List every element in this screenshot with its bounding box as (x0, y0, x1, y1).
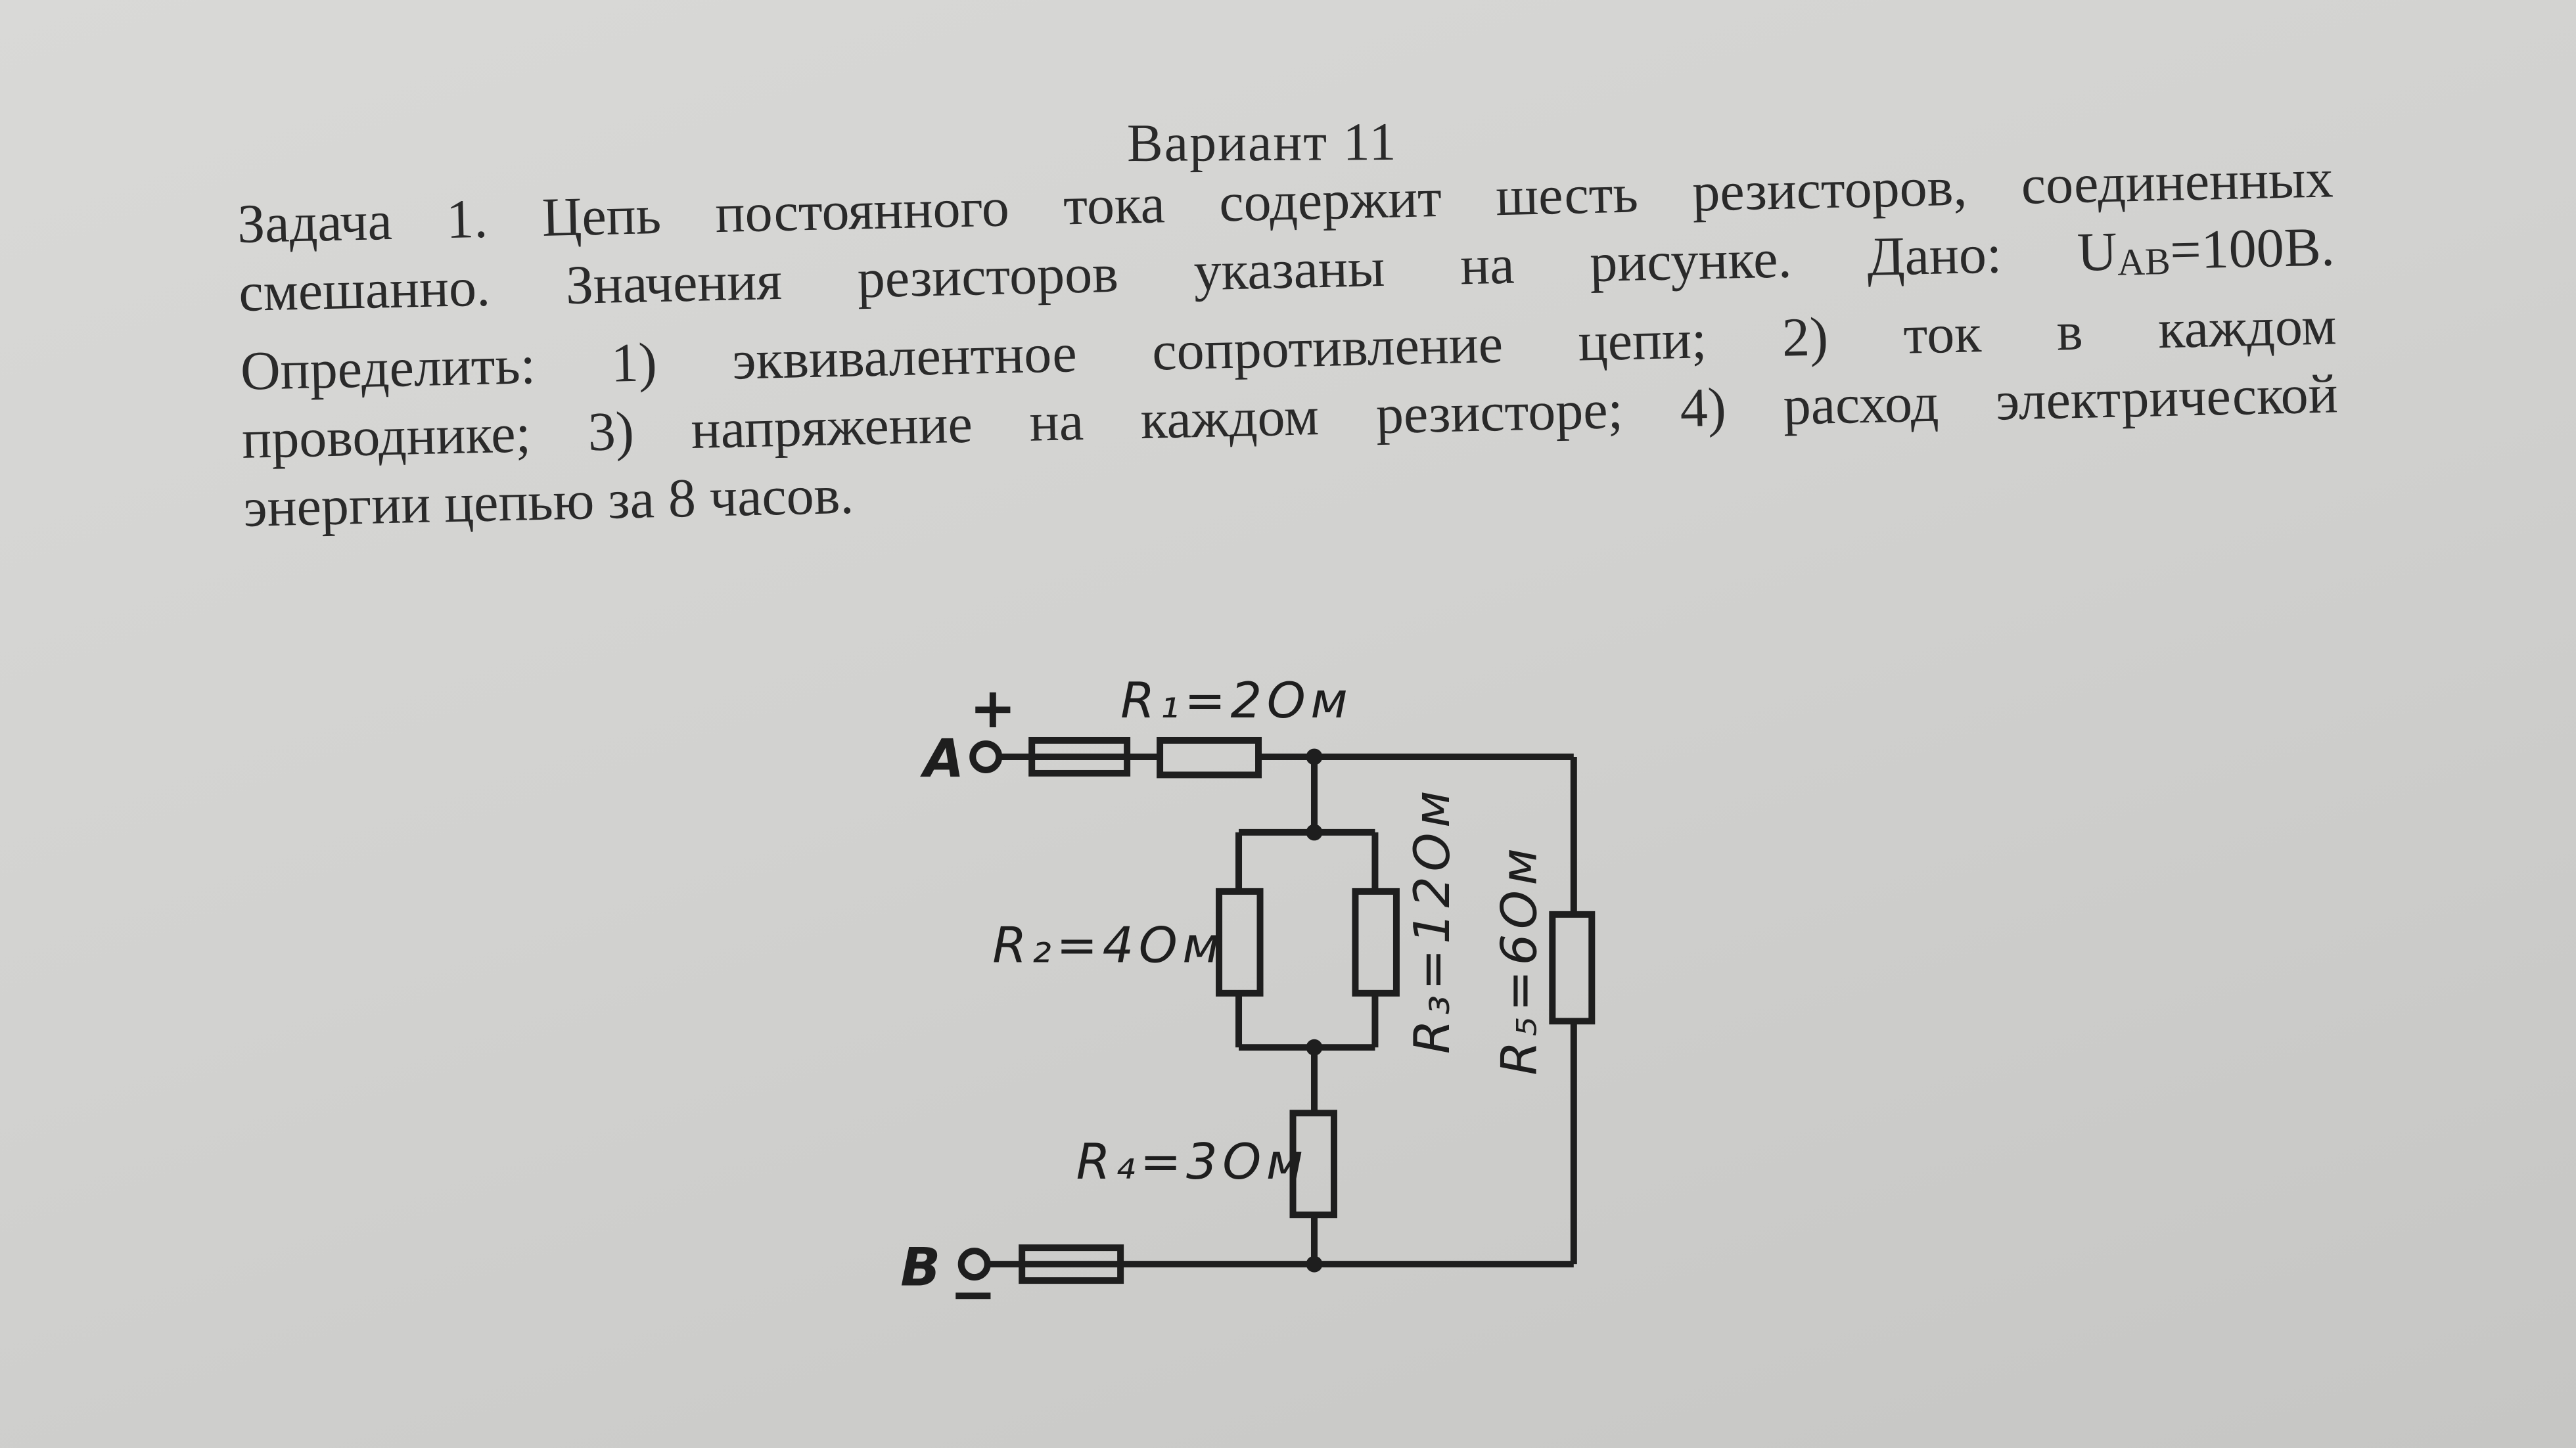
r5-label: R₅=6Ом (1490, 844, 1548, 1075)
node-dot (1306, 748, 1323, 765)
r1-label: R₁=2Ом (1120, 671, 1352, 729)
resistor-r5-icon (1549, 911, 1596, 1025)
r2-label: R₂=4Ом (992, 916, 1224, 974)
resistor-r2-icon (1216, 888, 1264, 997)
node-dot (1306, 1256, 1323, 1273)
minus-sign: − (950, 1262, 1001, 1327)
node-dot (1306, 824, 1323, 841)
plus-sign: + (969, 676, 1021, 741)
terminal-a-label: A (919, 728, 969, 789)
terminal-b-icon (957, 1248, 991, 1281)
terminal-b-label: B (900, 1237, 945, 1298)
r4-label: R₄=3Ом (1076, 1133, 1308, 1190)
resistor-r3-icon (1352, 888, 1400, 997)
resistor-r4-icon (1289, 1110, 1337, 1219)
resistor-r1-icon (1157, 736, 1262, 779)
node-dot (1306, 1039, 1323, 1056)
terminal-a-icon (969, 740, 1003, 773)
r3-label: R₃=12Ом (1403, 786, 1461, 1054)
